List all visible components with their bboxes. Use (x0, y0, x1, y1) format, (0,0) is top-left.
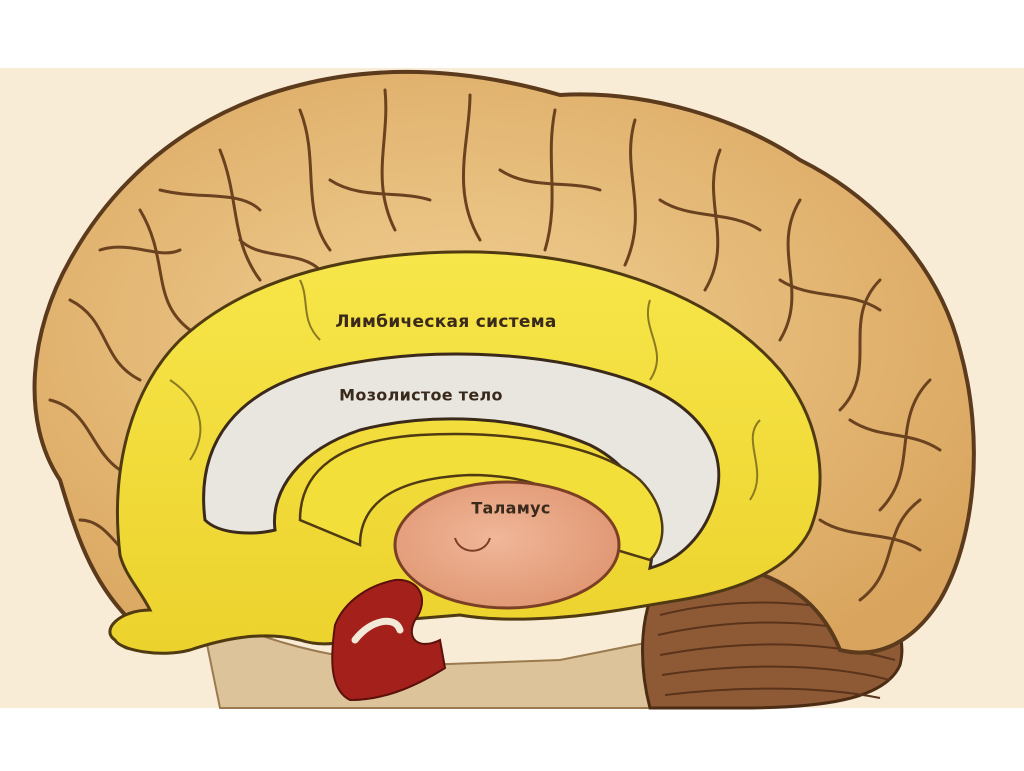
cortex-sulci (48, 88, 942, 602)
brainstem-red (331, 578, 447, 702)
label-corpus-callosum: Мозолистое тело (339, 385, 503, 405)
limbic-texture (169, 279, 761, 501)
thalamus-mark (454, 537, 491, 552)
label-limbic-system: Лимбическая система (335, 312, 557, 332)
label-thalamus: Таламус (471, 498, 551, 518)
corpus-callosum (202, 352, 721, 571)
thalamus (393, 480, 621, 610)
fornix (298, 432, 664, 562)
brainstem-highlight (351, 617, 404, 644)
